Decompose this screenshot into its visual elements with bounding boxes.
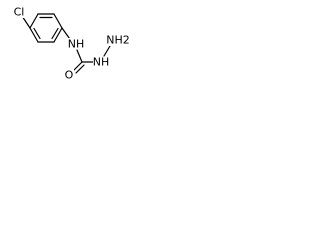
ring-double-bond-lower-right: [51, 27, 59, 40]
chlorine-label: Cl: [14, 6, 25, 19]
ring-bond-left-lower: [29, 27, 39, 43]
ring-bond-left-upper: [29, 13, 39, 29]
ring-double-bond-left: [33, 27, 41, 40]
chlorine-label-bg: [11, 6, 26, 18]
hydrazine-nh-label-bg: [93, 56, 109, 68]
amide-nh-label: NH: [68, 38, 85, 51]
chemical-structure-diagram: Cl NH O NH NH2: [11, 6, 132, 82]
structure-canvas: Cl NH O NH NH2: [0, 0, 136, 94]
nh-to-carbonyl-bond: [76, 49, 83, 63]
ring-bond-top-right: [53, 13, 63, 29]
hydrazine-nh-label: NH: [93, 56, 110, 69]
ring-bond-right-lower: [53, 27, 63, 43]
terminal-amine-label-bg: [104, 34, 132, 46]
oxygen-label-bg: [64, 69, 74, 81]
oxygen-label: O: [65, 69, 74, 82]
carbonyl-double-bond-b: [75, 64, 85, 74]
benzene-ring: [29, 13, 63, 43]
terminal-amine-label: NH2: [106, 34, 130, 47]
amide-nh-label-bg: [68, 38, 84, 50]
nh-to-nh2-bond: [103, 45, 111, 57]
carbonyl-double-bond-a: [73, 61, 83, 71]
